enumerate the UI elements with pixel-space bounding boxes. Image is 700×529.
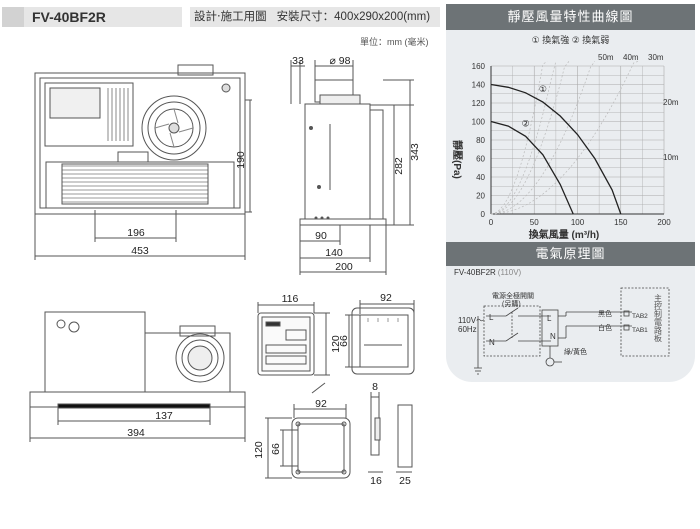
pipe-resistance-curve xyxy=(490,61,639,215)
y-tick-label: 40 xyxy=(476,173,485,182)
tab2-label: TAB2 xyxy=(632,313,648,320)
x-tick-label: 150 xyxy=(614,218,628,227)
voltage-label: 110V～ xyxy=(458,316,484,325)
switch-sub: (另購) xyxy=(502,299,521,308)
design-title: 設計‧施工用圖 xyxy=(194,11,267,23)
dim-25: 25 xyxy=(399,475,411,487)
dim-120-mount: 120 xyxy=(253,441,265,459)
y-tick-label: 80 xyxy=(476,136,485,145)
dim-16: 16 xyxy=(370,475,382,487)
pipe-resistance-curve xyxy=(490,61,570,215)
front-view xyxy=(29,311,246,442)
dim-90: 90 xyxy=(315,230,327,242)
dim-343: 343 xyxy=(409,143,421,161)
wire-ground: 綠/黃色 xyxy=(564,347,587,356)
terminal-n: N xyxy=(550,332,556,341)
wiring-diagram: FV-40BF2R(110V) 電源全極開關 (另購) 110V～ 60Hz L… xyxy=(452,268,694,375)
model-name: FV-40BF2R xyxy=(32,9,106,25)
terminal-l: L xyxy=(547,314,552,323)
board-label: 主控制電路板 xyxy=(654,293,663,343)
dim-92-mount: 92 xyxy=(315,398,327,410)
size-label: 安裝尺寸：400x290x200(mm) xyxy=(276,11,431,23)
model-header: FV-40BF2R xyxy=(2,7,182,27)
wall-mount-drawing xyxy=(265,382,413,479)
series-line-2 xyxy=(490,120,574,215)
series-line-1 xyxy=(490,83,622,215)
pipe-label-50m: 50m xyxy=(598,53,614,62)
y-tick-label: 60 xyxy=(476,155,485,164)
wiring-title: 電氣原理圖 xyxy=(446,242,695,266)
y-tick-label: 0 xyxy=(481,210,486,219)
y-tick-label: 160 xyxy=(472,62,486,71)
wire-black: 黑色 xyxy=(598,309,612,318)
pressure-flow-chart: ① ② 0 20 40 60 80 100 120 140 160 0 50 100 150 200 50m… xyxy=(451,53,679,241)
dim-140: 140 xyxy=(325,247,343,259)
pipe-label-20m: 20m xyxy=(663,98,679,107)
pipe-label-40m: 40m xyxy=(623,53,639,62)
dim-92-box: 92 xyxy=(380,292,392,304)
control-panel-drawing xyxy=(257,302,330,376)
spec-panel: 靜壓風量特性曲線圖 電氣原理圖 xyxy=(446,4,695,382)
dim-190: 190 xyxy=(235,151,247,169)
dim-120-panel: 120 xyxy=(330,335,342,353)
chart-title: 靜壓風量特性曲線圖 xyxy=(446,4,695,30)
line-n: N xyxy=(489,338,495,347)
series-label-2: ② xyxy=(522,118,530,128)
dim-116: 116 xyxy=(282,293,299,305)
switch-label: 電源全極開關 xyxy=(492,291,534,300)
pipe-resistance-curve xyxy=(490,61,557,215)
dim-66-box: 66 xyxy=(338,335,350,347)
pipe-label-10m: 10m xyxy=(663,153,679,162)
dim-8: 8 xyxy=(372,381,378,393)
dim-diameter: ⌀ 98 xyxy=(330,55,351,67)
dim-394: 394 xyxy=(127,427,145,439)
freq-label: 60Hz xyxy=(458,325,477,334)
chart-legend: ① 換氣強 ② 換氣弱 xyxy=(531,35,610,45)
side-view xyxy=(290,60,414,275)
x-tick-label: 50 xyxy=(530,218,539,227)
y-tick-label: 100 xyxy=(472,118,486,127)
control-box-drawing xyxy=(345,300,415,375)
title-header: 設計‧施工用圖安裝尺寸：400x290x200(mm) xyxy=(190,7,440,27)
tab1-label: TAB1 xyxy=(632,327,648,334)
wire-white: 白色 xyxy=(598,323,612,332)
x-tick-label: 100 xyxy=(571,218,585,227)
y-tick-label: 20 xyxy=(476,192,485,201)
dim-453: 453 xyxy=(131,245,149,257)
dim-200: 200 xyxy=(335,261,353,273)
y-tick-label: 140 xyxy=(472,81,486,90)
technical-drawings: 190 196 453 33 ⌀ 98 282 343 90 140 200 1… xyxy=(29,55,421,487)
wiring-model: FV-40BF2R(110V) xyxy=(454,268,522,277)
x-axis-label: 換氣風量 (m³/h) xyxy=(529,228,600,241)
dim-66-mount: 66 xyxy=(270,443,282,455)
y-tick-label: 120 xyxy=(472,99,486,108)
dim-137: 137 xyxy=(155,410,173,422)
dim-33: 33 xyxy=(292,55,304,67)
dim-196: 196 xyxy=(127,227,145,239)
x-tick-label: 0 xyxy=(489,218,494,227)
pipe-resistance-curve xyxy=(490,61,596,215)
series-label-1: ① xyxy=(539,84,547,94)
line-l: L xyxy=(489,313,494,322)
y-axis-label: 靜壓(Pa) xyxy=(451,140,464,179)
pipe-label-30m: 30m xyxy=(648,53,664,62)
unit-note: 單位：mm (毫米) xyxy=(360,37,429,47)
x-tick-label: 200 xyxy=(657,218,671,227)
dim-282: 282 xyxy=(393,157,405,175)
top-view xyxy=(34,64,252,260)
